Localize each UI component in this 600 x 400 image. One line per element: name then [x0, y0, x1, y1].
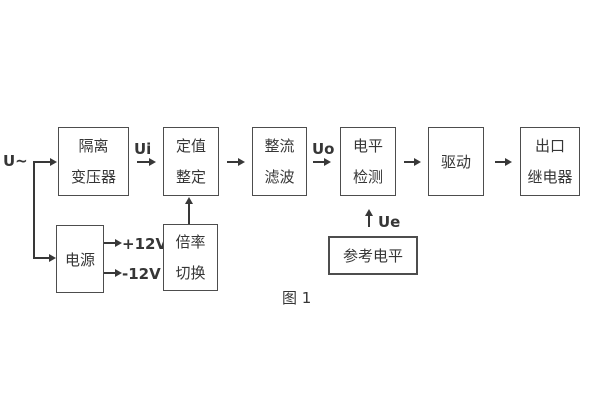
arrow-ratio-switch-to-setting [185, 197, 193, 224]
input-branch-line [33, 161, 35, 259]
block-label: 检测 [352, 167, 383, 186]
signal-uo-label: Uo [312, 140, 335, 158]
positive-rail-label: +12V [122, 235, 168, 253]
arrow-power-to-positive-rail [104, 239, 122, 247]
arrow-isolation-transformer-to-setting [137, 158, 156, 166]
signal-ui-label: Ui [134, 140, 152, 158]
block-level-detection: 电平 检测 [340, 127, 396, 196]
block-label: 隔离 [78, 136, 109, 155]
arrow-input-to-power-supply [34, 254, 56, 262]
input-voltage-label: U~ [3, 152, 28, 170]
block-label: 继电器 [527, 167, 573, 186]
arrow-power-to-negative-rail [104, 269, 122, 277]
arrow-input-to-isolation-transformer [34, 158, 57, 166]
arrow-setting-to-rectifier-filter [227, 158, 245, 166]
block-label: 参考电平 [342, 247, 403, 265]
arrow-rectifier-filter-to-level-detection [313, 158, 331, 166]
block-label: 整流 [264, 136, 295, 155]
block-power-supply: 电源 [56, 225, 104, 293]
arrow-level-detection-to-drive [404, 158, 421, 166]
arrow-drive-to-output-relay [495, 158, 512, 166]
block-isolation-transformer: 隔离 变压器 [58, 127, 129, 196]
block-label: 驱动 [440, 153, 471, 171]
block-label: 电源 [64, 250, 95, 269]
block-label: 变压器 [70, 167, 116, 186]
block-drive: 驱动 [428, 127, 484, 196]
figure-caption: 图 1 [282, 289, 312, 307]
block-label: 倍率 [175, 232, 206, 251]
block-label: 电平 [352, 136, 383, 155]
block-label: 定值 [175, 136, 206, 155]
block-output-relay: 出口 继电器 [520, 127, 580, 196]
block-setting: 定值 整定 [163, 127, 219, 196]
arrow-reference-level-to-level-detection [365, 209, 373, 227]
block-reference-level: 参考电平 [328, 236, 418, 275]
block-label: 出口 [534, 136, 565, 155]
signal-ue-label: Ue [378, 213, 401, 231]
block-label: 滤波 [264, 167, 295, 186]
negative-rail-label: -12V [122, 265, 161, 283]
block-ratio-switch: 倍率 切换 [163, 224, 218, 291]
block-label: 整定 [175, 167, 206, 186]
block-rectifier-filter: 整流 滤波 [252, 127, 307, 196]
block-label: 切换 [175, 263, 206, 282]
